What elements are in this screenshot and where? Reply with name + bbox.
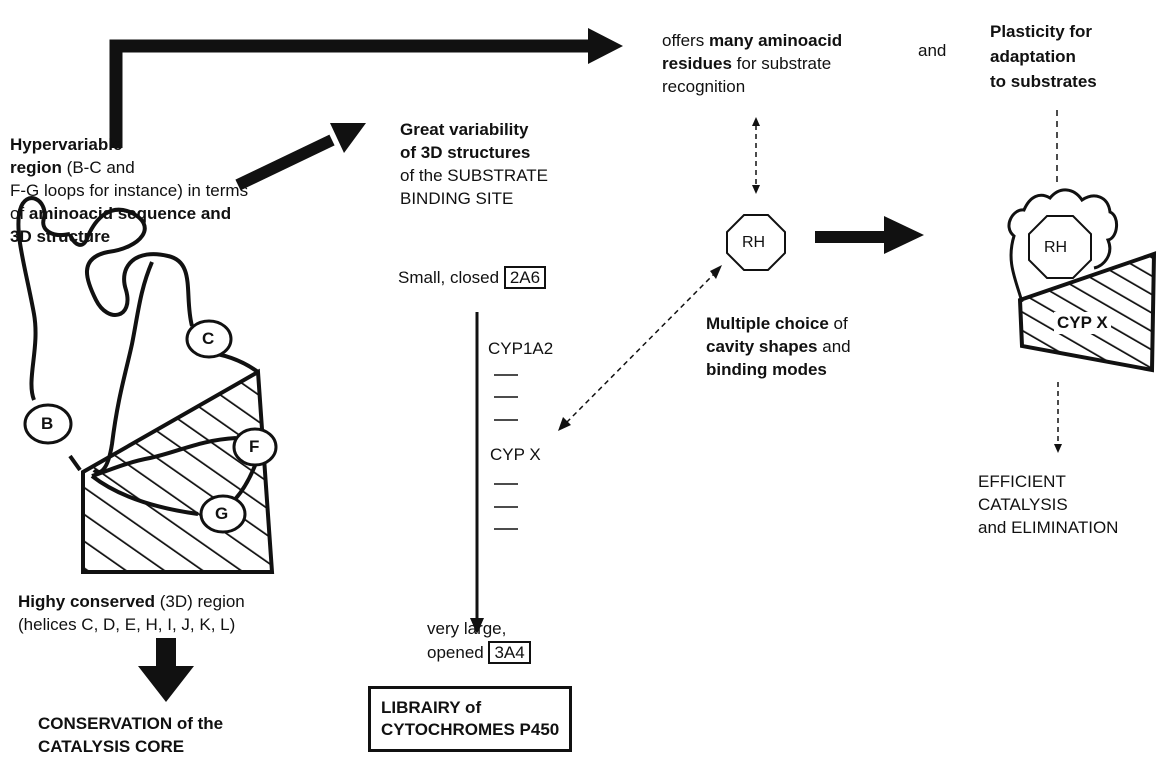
library-box: LIBRAIRY of CYTOCHROMES P450 bbox=[368, 686, 573, 752]
loop-b-circle bbox=[23, 403, 73, 445]
multiple-choice-text: Multiple choice of cavity shapes and bin… bbox=[706, 314, 851, 379]
loop-b-label: B bbox=[41, 414, 54, 433]
recognition-dashed-arrow bbox=[752, 117, 760, 194]
rh-label: RH bbox=[742, 234, 766, 251]
conservation-text: CONSERVATION of the CATALYSIS CORE bbox=[38, 714, 224, 756]
catalysis-dashed-arrow bbox=[1054, 382, 1062, 453]
offers-text: offers many aminoacid residues for subst… bbox=[662, 31, 843, 96]
scale-top-label: CYP1A2 bbox=[488, 339, 554, 358]
conserved-text: Highy conserved (3D) region (helices C, … bbox=[18, 590, 245, 636]
top-arrow bbox=[109, 28, 623, 148]
protein-structure bbox=[16, 196, 278, 574]
hypervariable-line3: F-G loops for instance) in terms bbox=[10, 181, 249, 200]
binding-arrow bbox=[815, 216, 924, 254]
scale-mid-label: CYP X bbox=[490, 445, 541, 464]
hypervariable-line4: of aminoacid sequence and bbox=[10, 204, 232, 223]
hypervariable-line5: 3D structure bbox=[10, 227, 111, 246]
plasticity-text: Plasticity for adaptation to substrates bbox=[990, 22, 1097, 91]
loop-c-label: C bbox=[202, 329, 215, 348]
hypervariable-arrow bbox=[235, 123, 366, 191]
loop-f-circle bbox=[232, 427, 278, 467]
efficient-text: EFFICIENT CATALYSIS and ELIMINATION bbox=[978, 472, 1119, 537]
substrate-octagon bbox=[726, 214, 786, 271]
loop-f-label: F bbox=[249, 437, 260, 456]
rh-bound-label: RH bbox=[1044, 239, 1068, 256]
small-closed-box: 2A6 bbox=[503, 266, 547, 289]
large-opened-box: 3A4 bbox=[488, 641, 531, 664]
variability-text: Great variability of 3D structures of th… bbox=[400, 120, 549, 208]
loop-g-circle bbox=[199, 494, 247, 534]
small-closed-label: Small, closed 2A6 bbox=[398, 266, 547, 289]
large-opened-label: very large, opened 3A4 bbox=[427, 617, 531, 665]
loop-g-label: G bbox=[215, 504, 229, 523]
cavity-scale bbox=[470, 312, 518, 634]
conserved-line2: (helices C, D, E, H, I, J, K, L) bbox=[18, 615, 236, 634]
enzyme-cypx-label: CYP X bbox=[1054, 312, 1111, 334]
conservation-arrow bbox=[138, 638, 194, 702]
and-connector: and bbox=[918, 41, 947, 60]
hypervariable-text: Hypervariable region (B-C and F-G loops … bbox=[10, 133, 248, 248]
loop-c-circle bbox=[185, 319, 233, 359]
binding-dashed-arrow bbox=[558, 265, 722, 431]
hypervariable-line1: Hypervariable bbox=[10, 135, 123, 154]
conserved-line1: Highy conserved (3D) region bbox=[18, 592, 245, 611]
enzyme-complex bbox=[1007, 188, 1157, 373]
hypervariable-line2: region (B-C and bbox=[10, 158, 135, 177]
